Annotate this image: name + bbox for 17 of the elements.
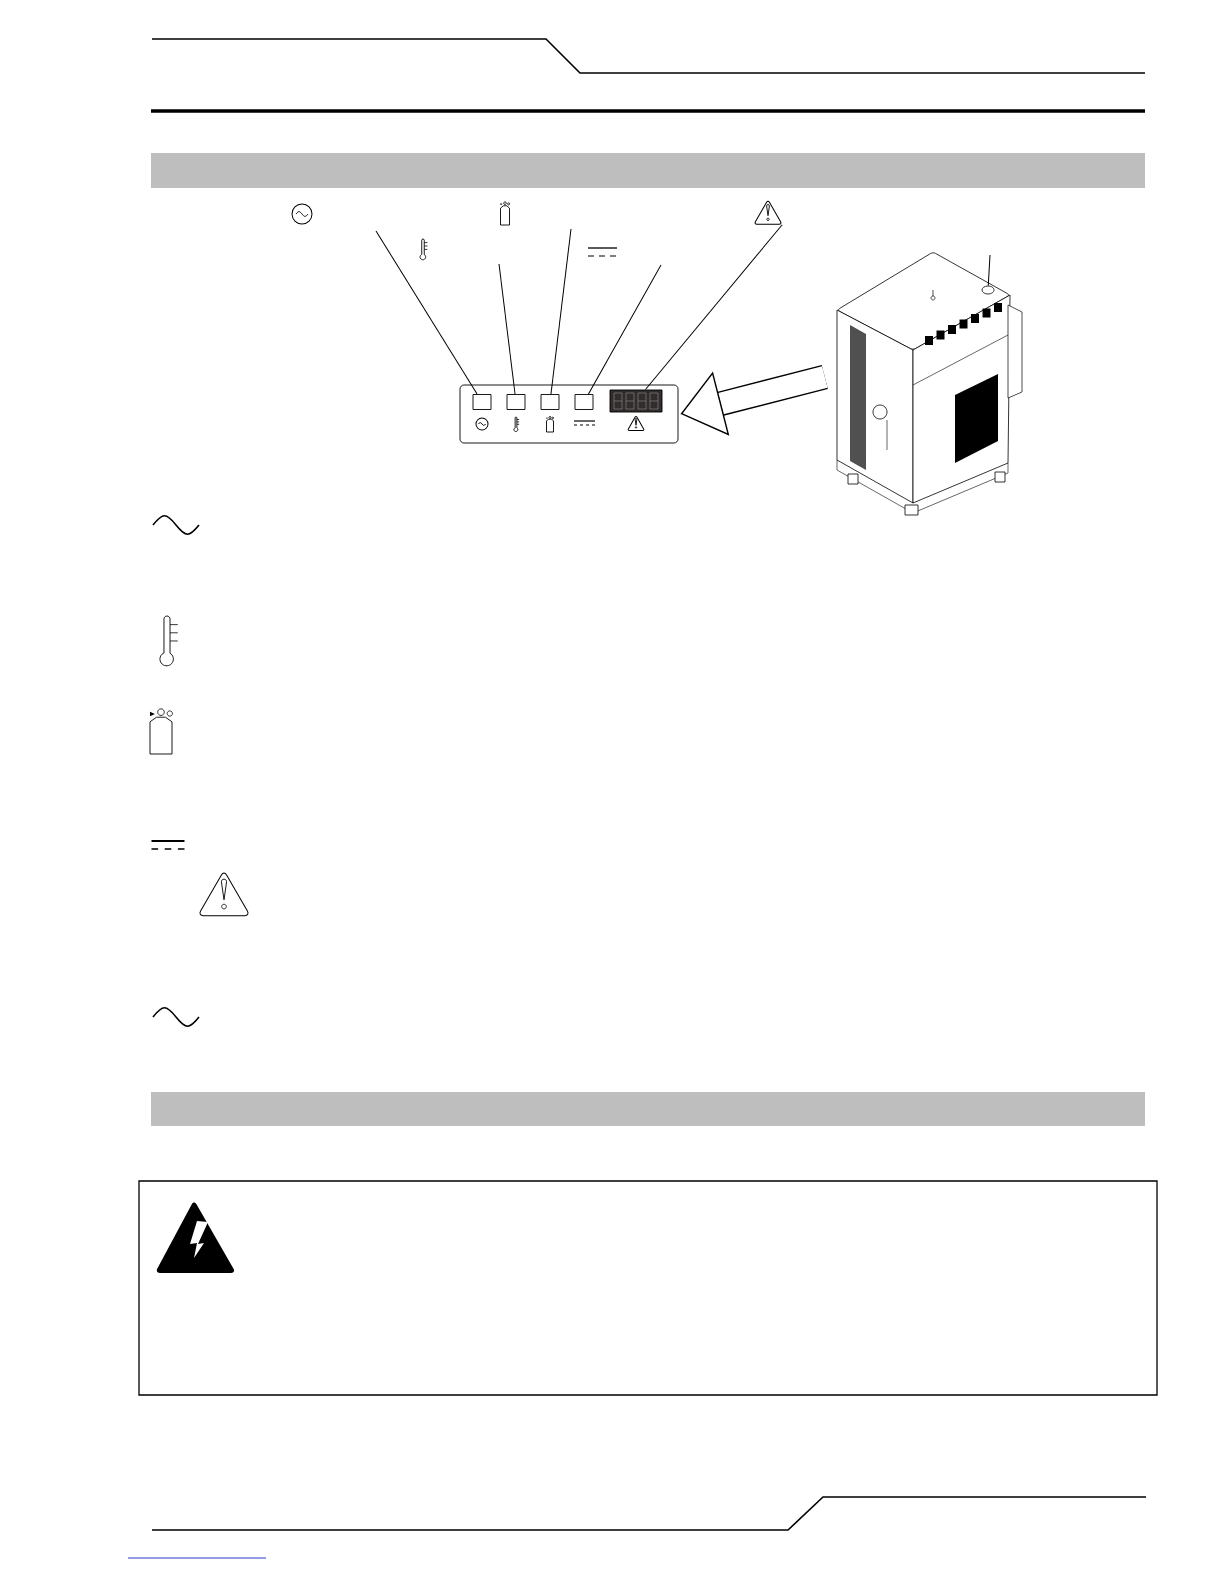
leader-line	[587, 264, 662, 395]
arrow	[680, 365, 828, 436]
indicator-lamp	[540, 394, 560, 410]
indicator-lamp	[472, 394, 492, 410]
section-bar	[151, 153, 1145, 188]
leader-line	[550, 228, 572, 395]
filler-cap	[981, 285, 995, 295]
warning-icon	[754, 200, 782, 225]
cabinet-drawing	[836, 252, 1023, 516]
leader-line	[987, 254, 991, 287]
indicator-lamp	[574, 394, 594, 410]
indicator-lamp	[506, 394, 526, 410]
leader-line	[645, 224, 783, 391]
section-bar	[151, 1092, 1145, 1126]
leader-line	[375, 230, 478, 395]
leader-line	[498, 263, 516, 395]
digital-display	[609, 389, 663, 413]
